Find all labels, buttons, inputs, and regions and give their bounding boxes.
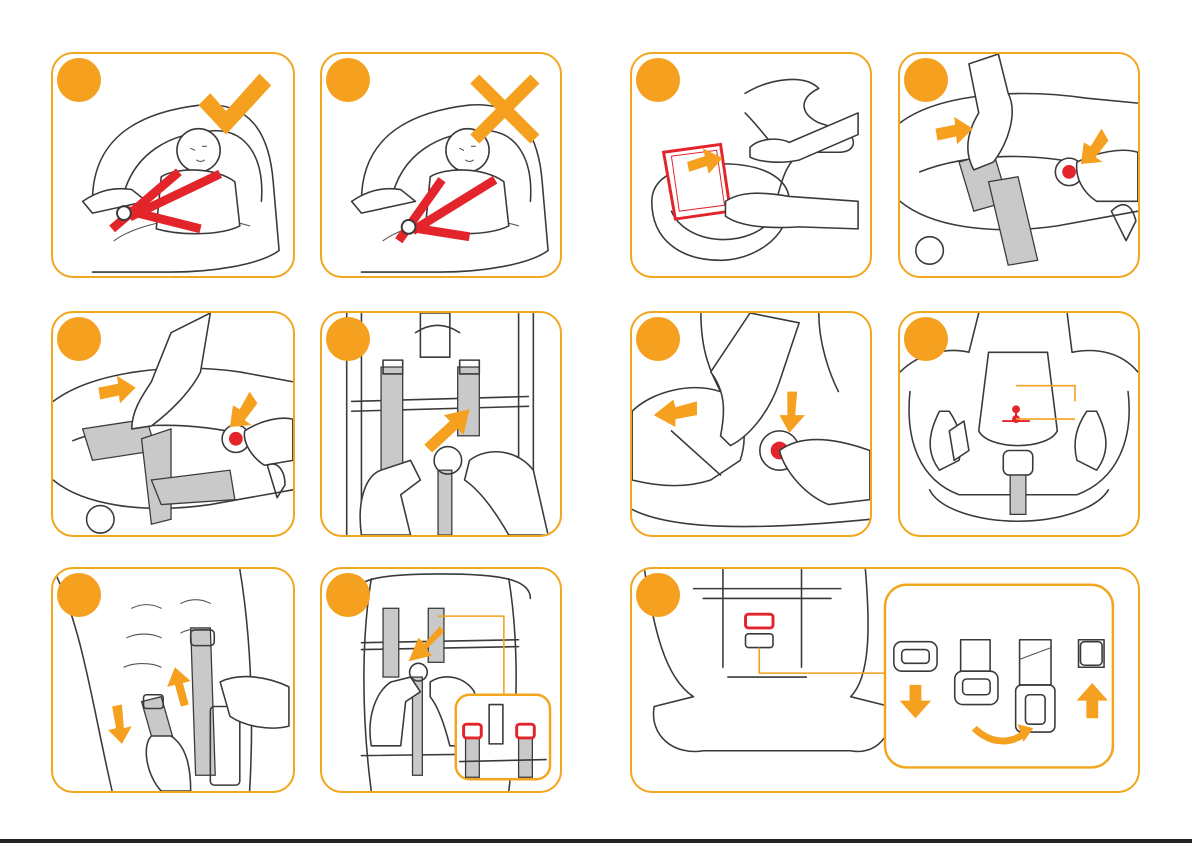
cross-mark-icon: [479, 83, 530, 134]
step-badge: [57, 58, 101, 102]
arrow-right-icon: [936, 117, 973, 145]
step-badge: [904, 317, 948, 361]
page-bottom-rule: [0, 839, 1192, 843]
panel-6-thread-strap: [320, 311, 562, 537]
panel-5-loosen-harness: [51, 311, 295, 537]
arrow-down-icon: [779, 392, 805, 433]
step-badge: [636, 58, 680, 102]
panel-9-rear-strap: [51, 567, 295, 793]
panel-4-press-button: [898, 52, 1140, 278]
panel-8-harness-height: [898, 311, 1140, 537]
arrow-down-icon: [108, 705, 132, 744]
check-mark-icon: [199, 74, 272, 135]
step-badge: [57, 317, 101, 361]
panel-3-insert-pad: [630, 52, 872, 278]
panel-1-correct-harness: [51, 52, 295, 278]
step-badge: [326, 58, 370, 102]
arrow-right-icon: [98, 376, 135, 404]
panel-7-pull-cover: [630, 311, 872, 537]
panel-2-incorrect-harness: [320, 52, 562, 278]
step-badge: [636, 317, 680, 361]
step-badge: [904, 58, 948, 102]
step-badge: [326, 317, 370, 361]
step-badge: [57, 573, 101, 617]
panel-11-buckle-sequence: [630, 567, 1140, 793]
buckle-sequence-illustration: [632, 569, 1138, 791]
panel-10-slot-detail: [320, 567, 562, 793]
step-badge: [636, 573, 680, 617]
arrow-up-icon: [167, 667, 191, 706]
step-badge: [326, 573, 370, 617]
arrow-down-left-icon: [230, 392, 258, 427]
